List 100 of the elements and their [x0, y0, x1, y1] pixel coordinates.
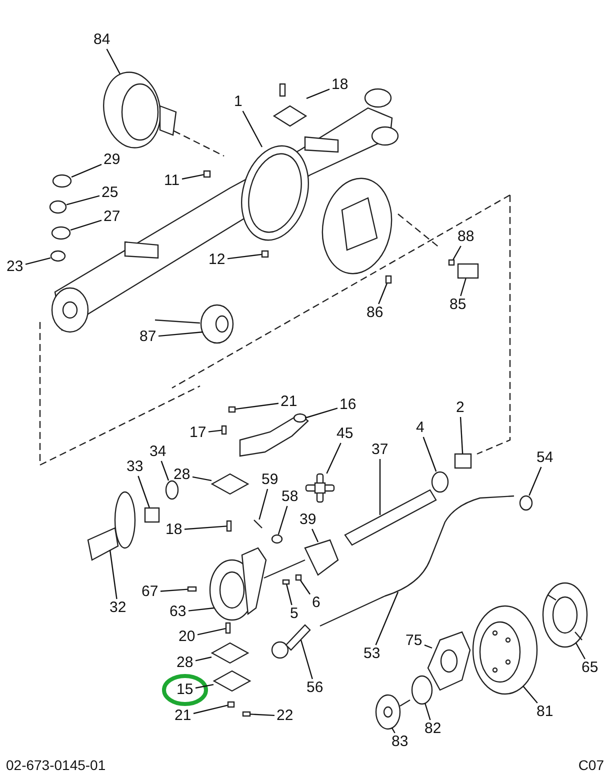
- leader-line: [235, 402, 279, 410]
- leader-line: [304, 408, 338, 419]
- callout-number: 65: [582, 660, 598, 676]
- callout-number: 29: [104, 152, 120, 168]
- leader-line: [278, 506, 288, 535]
- callout-number: 6: [312, 595, 320, 611]
- callout-number: 17: [190, 425, 206, 441]
- leader-line: [306, 88, 330, 99]
- nut: [295, 574, 302, 581]
- callout-number: 85: [450, 297, 466, 313]
- leader-line: [71, 164, 102, 178]
- leader-line: [522, 686, 538, 704]
- leader-line: [424, 702, 431, 720]
- leader-line: [160, 588, 188, 592]
- leader-line: [158, 331, 204, 337]
- nut: [227, 701, 235, 708]
- sheet-code: C07: [578, 757, 604, 773]
- callout-number: 23: [6, 259, 24, 275]
- stud: [225, 622, 231, 634]
- leader-line: [184, 526, 227, 530]
- universal-joint-cross: [305, 473, 335, 503]
- plug: [385, 275, 392, 284]
- callout-number: 67: [142, 584, 158, 600]
- callout-number: 22: [276, 708, 294, 724]
- leader-line: [300, 580, 310, 595]
- callout-number: 4: [416, 420, 424, 436]
- leader-line: [195, 656, 212, 662]
- nut: [271, 534, 283, 544]
- callout-number: 15: [176, 682, 194, 698]
- spindle: [87, 491, 136, 561]
- leader-line: [452, 246, 462, 260]
- bearing-cup: [51, 226, 71, 240]
- callout-number: 83: [392, 734, 408, 750]
- callout-number: 16: [340, 397, 356, 413]
- callout-number: 37: [372, 442, 388, 458]
- callout-number: 28: [176, 655, 194, 671]
- leader-line: [391, 728, 396, 734]
- callout-number: 1: [234, 94, 242, 110]
- plug: [187, 586, 197, 592]
- callout-number: 84: [94, 32, 110, 48]
- seal: [431, 471, 449, 493]
- callout-number: 88: [458, 229, 474, 245]
- leader-line: [326, 442, 342, 474]
- bearing-cup: [52, 174, 72, 188]
- leader-line: [192, 476, 212, 482]
- differential-carrier: [103, 72, 177, 148]
- leader-line: [300, 640, 313, 680]
- callout-number: 54: [536, 450, 554, 466]
- callout-number: 58: [282, 489, 298, 505]
- callout-number: 11: [164, 173, 180, 189]
- gasket: [212, 670, 252, 692]
- bushing: [454, 453, 472, 469]
- seal-ring: [411, 675, 433, 705]
- callout-number: 87: [140, 329, 156, 345]
- axle-shaft: [344, 489, 437, 546]
- callout-number: 5: [290, 606, 298, 622]
- leader-line: [182, 174, 204, 180]
- steering-knuckle: [209, 547, 267, 621]
- tie-rod: [320, 495, 514, 627]
- plug: [203, 170, 211, 178]
- gasket: [210, 473, 250, 495]
- leader-line: [227, 254, 262, 260]
- leader-line: [460, 278, 466, 296]
- leader-line: [258, 488, 268, 520]
- bushing: [144, 507, 160, 523]
- cotter-pin: [254, 520, 262, 528]
- callout-number: 34: [150, 444, 166, 460]
- leader-line: [106, 48, 121, 74]
- steering-arm: [239, 413, 309, 457]
- brake-backing-plate: [542, 582, 588, 648]
- nut: [228, 406, 236, 413]
- leader-line: [197, 628, 226, 636]
- callout-number: 59: [262, 472, 278, 488]
- leader-line: [25, 257, 51, 265]
- callout-number: 81: [536, 704, 554, 720]
- callout-number: 32: [110, 600, 126, 616]
- callout-number: 86: [366, 305, 384, 321]
- leader-line: [424, 644, 432, 649]
- yoke: [264, 539, 339, 579]
- leader-line: [109, 550, 118, 600]
- callout-number: 21: [174, 708, 192, 724]
- leader-line: [188, 607, 214, 612]
- leader-line: [195, 684, 214, 689]
- callout-number: 2: [456, 400, 464, 416]
- seal: [165, 480, 179, 500]
- pin: [221, 425, 227, 435]
- washer: [448, 259, 455, 266]
- wheel-hub: [427, 631, 471, 691]
- callout-number: 33: [126, 459, 144, 475]
- leader-line: [70, 220, 102, 231]
- bolt: [457, 263, 479, 279]
- leader-line: [193, 704, 228, 714]
- leader-line: [375, 592, 399, 646]
- leader-line: [460, 416, 464, 454]
- leader-line: [575, 642, 586, 660]
- leader-line: [138, 476, 150, 508]
- leader-line: [286, 584, 292, 606]
- tie-rod-end: [271, 624, 311, 659]
- leader-line: [378, 283, 388, 304]
- leader-line: [66, 195, 100, 206]
